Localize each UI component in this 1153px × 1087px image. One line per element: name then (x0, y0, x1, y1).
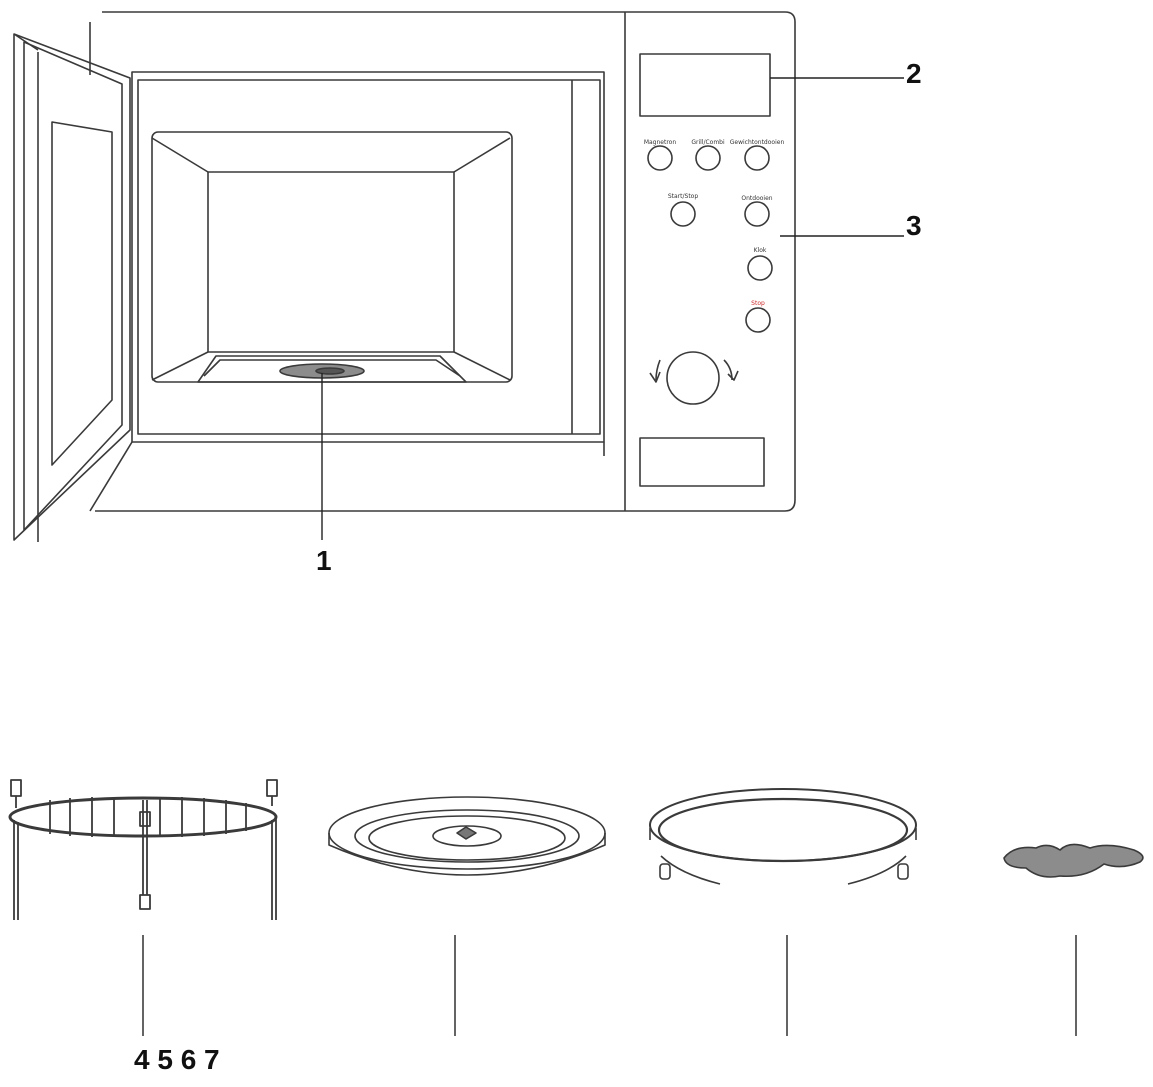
label-start-stop: Start/Stop (668, 193, 699, 200)
callout-4567: 4 5 6 7 (134, 1044, 220, 1075)
label-gewicht-ontdooien: Gewichtontdooien (730, 139, 785, 146)
label-grill-combi: Grill/Combi (691, 139, 725, 146)
button-start-stop (670, 201, 696, 227)
display-window (639, 53, 771, 117)
callout-3: 3 (906, 210, 922, 241)
control-buttons (647, 145, 773, 333)
button-grill-combi (695, 145, 721, 171)
button-gewicht-ontdooien (744, 145, 770, 171)
label-klok: Klok (754, 247, 767, 254)
callout-2: 2 (906, 58, 922, 89)
button-magnetron (647, 145, 673, 171)
grill-rack (8, 779, 278, 920)
button-stop (745, 307, 771, 333)
glass-turntable (328, 796, 606, 876)
callout-1: 1 (316, 545, 332, 576)
label-magnetron: Magnetron (644, 139, 677, 146)
open-door (13, 33, 131, 542)
microwave-body (89, 11, 796, 512)
control-dial (649, 351, 739, 405)
control-panel (639, 53, 773, 487)
button-labels: Magnetron Grill/Combi Ontdooien Start/St… (644, 139, 785, 307)
roller-ring (649, 788, 917, 885)
button-klok (747, 255, 773, 281)
label-stop: Stop (751, 300, 765, 307)
oven-cavity (89, 71, 605, 512)
door-release-button (639, 437, 765, 487)
button-ontdooien (744, 201, 770, 227)
leader-lines (142, 77, 1077, 1036)
label-ontdooien: Ontdooien (741, 195, 772, 202)
coupler (1003, 843, 1144, 878)
